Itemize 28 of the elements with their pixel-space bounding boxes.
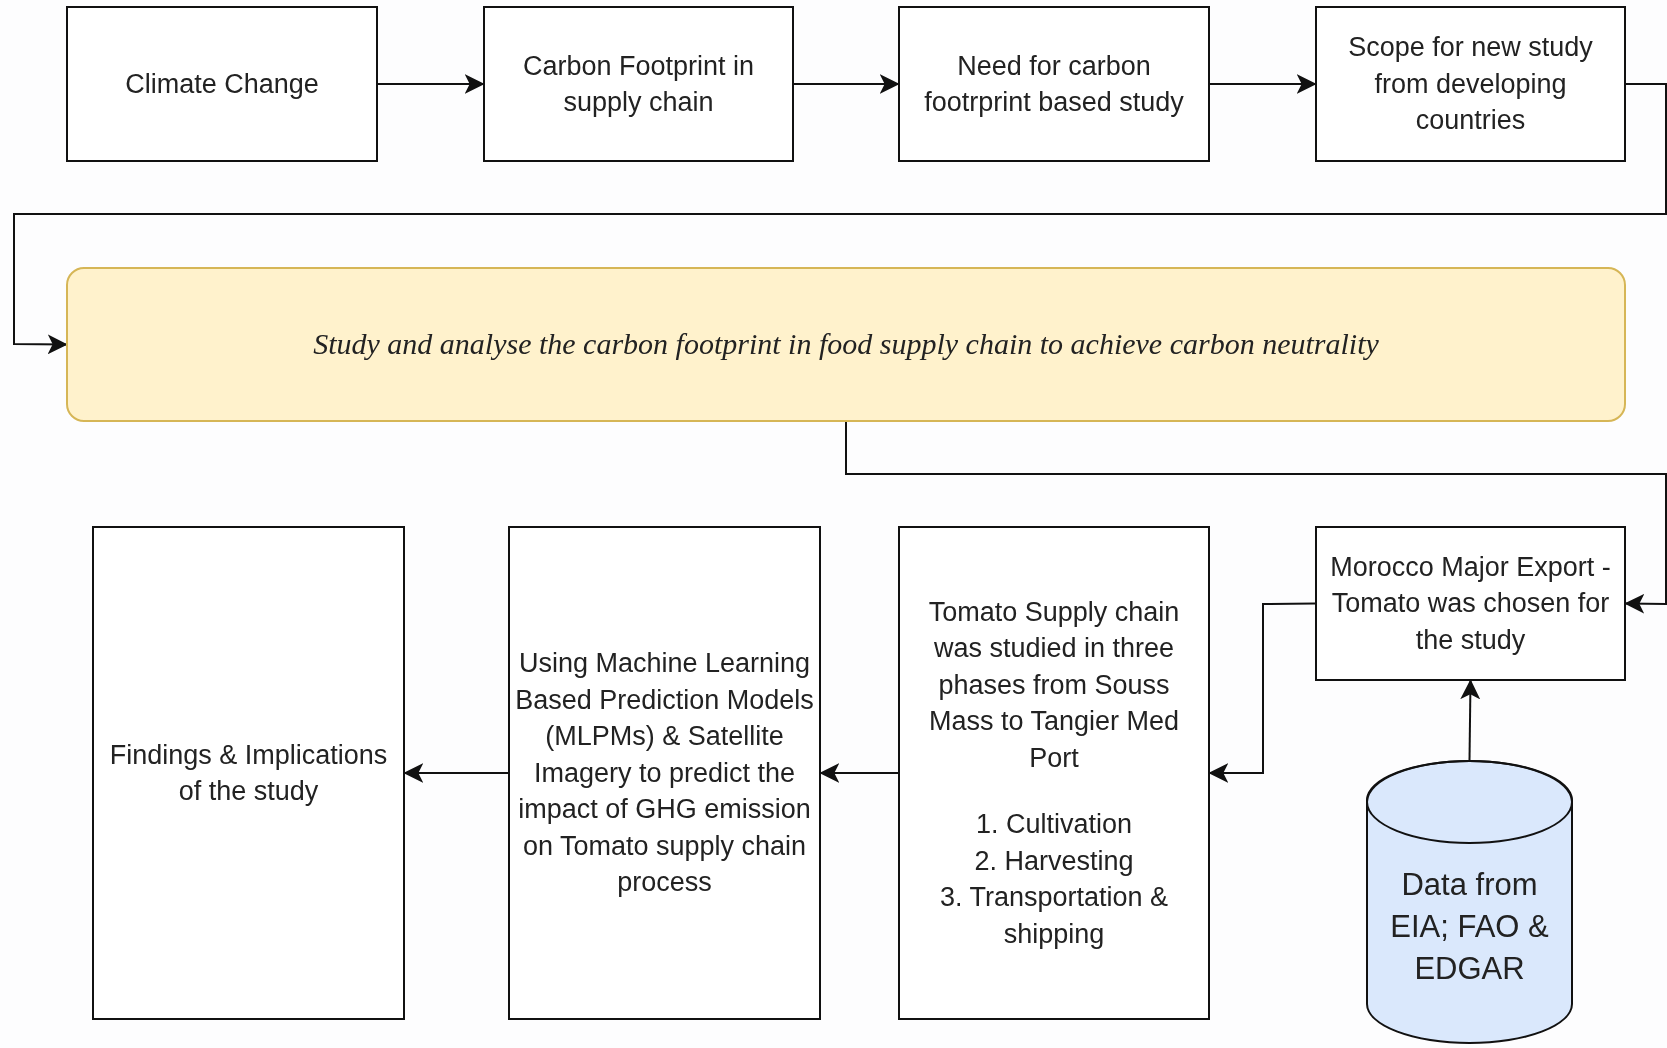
process-box	[898, 526, 1210, 1020]
process-box	[66, 6, 378, 162]
arrow	[377, 74, 485, 94]
node-text: Carbon Footprint in supply chain	[521, 49, 756, 119]
node-text: Findings & Implications of the study	[108, 738, 389, 808]
node-text: Scope for new study from developing countries	[1347, 31, 1594, 138]
node-text: Data from EIA; FAO & EDGAR	[1389, 866, 1550, 988]
process-box	[1315, 526, 1626, 681]
list-item: 1. Cultivation	[975, 808, 1133, 842]
node-text: Morocco Major Export - Tomato was chosen for the study	[1329, 550, 1612, 657]
node-text: Study and analyse the carbon footprint in food supply chain to achieve carbon neutrality	[313, 326, 1379, 363]
node-text: Need for carbon footrprint based study	[923, 49, 1185, 119]
process-box	[483, 6, 794, 162]
arrow	[13, 83, 1667, 355]
highlight-box	[66, 267, 1626, 422]
node-text: Using Machine Learning Based Prediction Models (MLPMs) & Satellite Imagery to predict the impact of GHG emission on Tomato supply chain process	[514, 647, 815, 900]
list-item: 2. Harvesting	[974, 844, 1134, 878]
arrow	[793, 74, 900, 94]
node-text: Tomato Supply chain was studied in three phases from Souss Mass to Tangier Med Port	[927, 596, 1181, 775]
process-box	[92, 526, 405, 1020]
process-box	[1315, 6, 1626, 162]
list-item: 3. Transportation & shipping	[938, 881, 1170, 951]
process-box	[508, 526, 821, 1020]
arrow	[1209, 74, 1317, 94]
arrow	[845, 421, 1667, 614]
arrow	[1460, 679, 1481, 761]
process-box	[898, 6, 1210, 162]
node-text: Climate Change	[125, 67, 319, 101]
